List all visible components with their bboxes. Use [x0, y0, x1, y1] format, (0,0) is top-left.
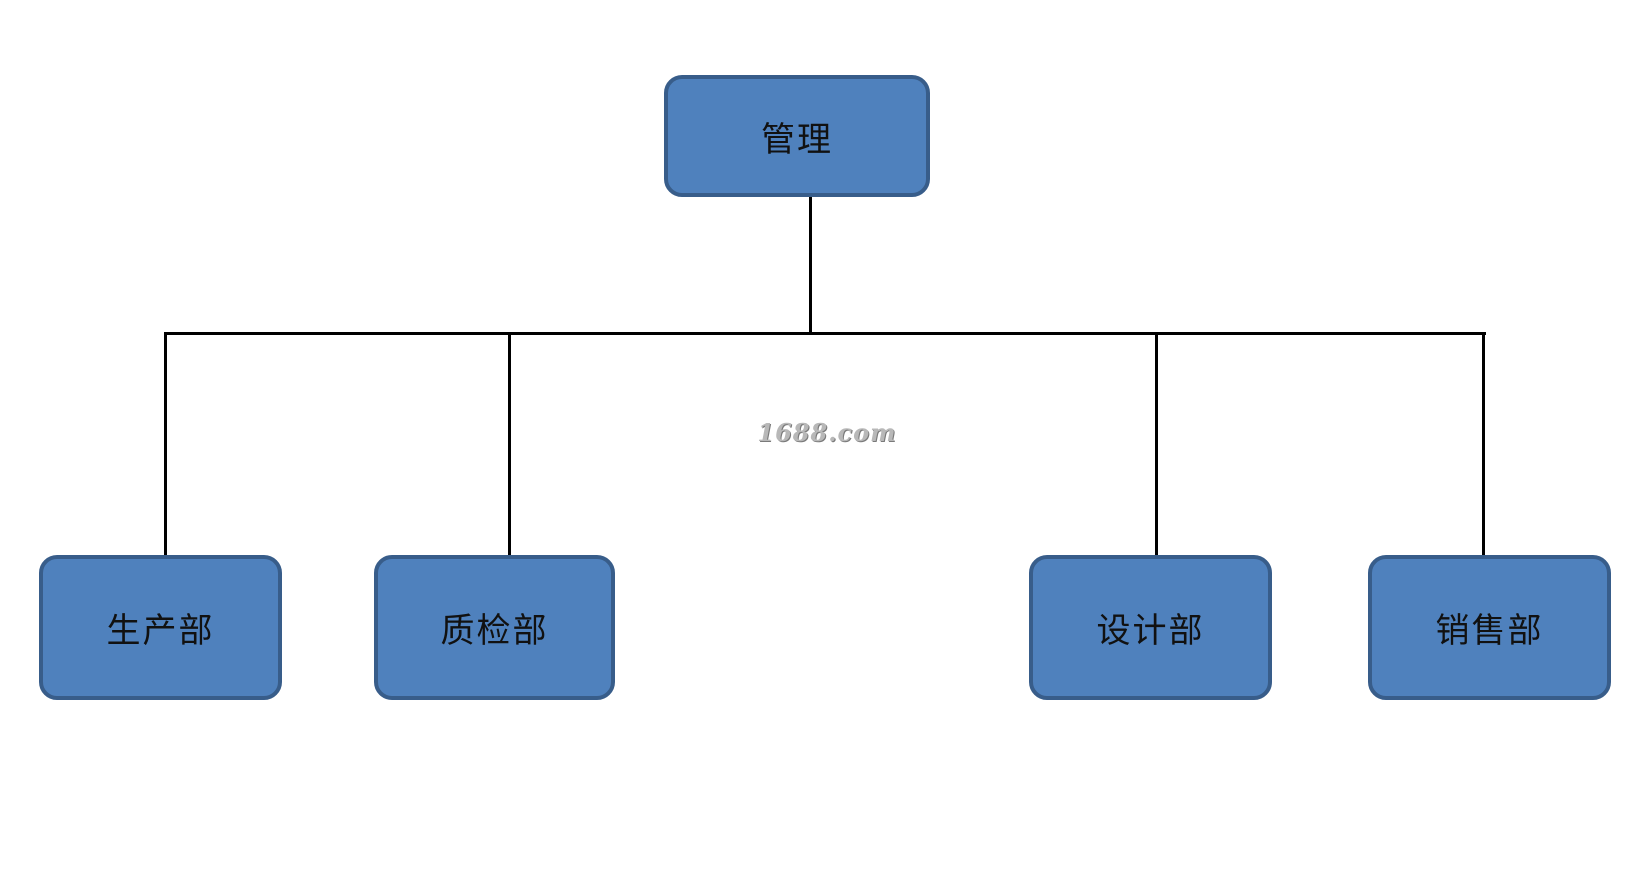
department-node-label: 生产部 [106, 611, 215, 651]
root-connector-line [809, 196, 812, 334]
branch-line-design [1155, 334, 1158, 557]
branch-line-quality [508, 334, 511, 557]
root-node-management: 管理 [664, 75, 930, 197]
department-node-sales: 销售部 [1368, 555, 1611, 700]
department-node-production: 生产部 [39, 555, 282, 700]
branch-line-production [164, 334, 167, 557]
root-node-label: 管理 [761, 119, 833, 160]
horizontal-bus-line [164, 332, 1486, 335]
watermark-text: 1688.com [757, 418, 897, 447]
branch-line-sales [1482, 334, 1485, 557]
department-node-label: 质检部 [440, 611, 549, 651]
department-node-quality: 质检部 [374, 555, 615, 700]
department-node-design: 设计部 [1029, 555, 1272, 700]
department-node-label: 设计部 [1096, 611, 1205, 651]
department-node-label: 销售部 [1435, 611, 1544, 651]
